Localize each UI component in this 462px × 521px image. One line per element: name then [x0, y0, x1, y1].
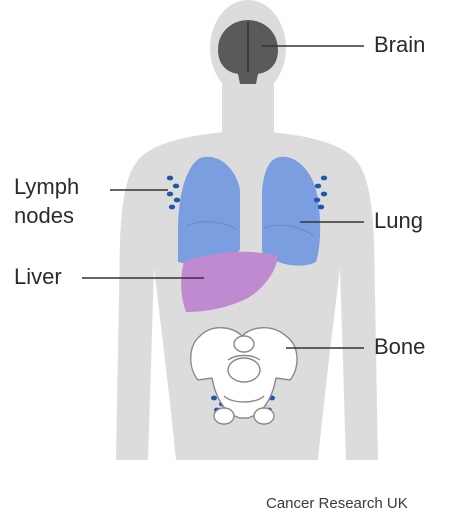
lymph-label-line2: nodes [14, 203, 74, 228]
lung-label: Lung [374, 208, 423, 233]
lymph-label-line1: Lymph [14, 174, 79, 199]
bone-label: Bone [374, 334, 425, 359]
brain-label: Brain [374, 32, 425, 57]
credit-text: Cancer Research UK [266, 495, 408, 512]
liver-label: Liver [14, 264, 62, 289]
